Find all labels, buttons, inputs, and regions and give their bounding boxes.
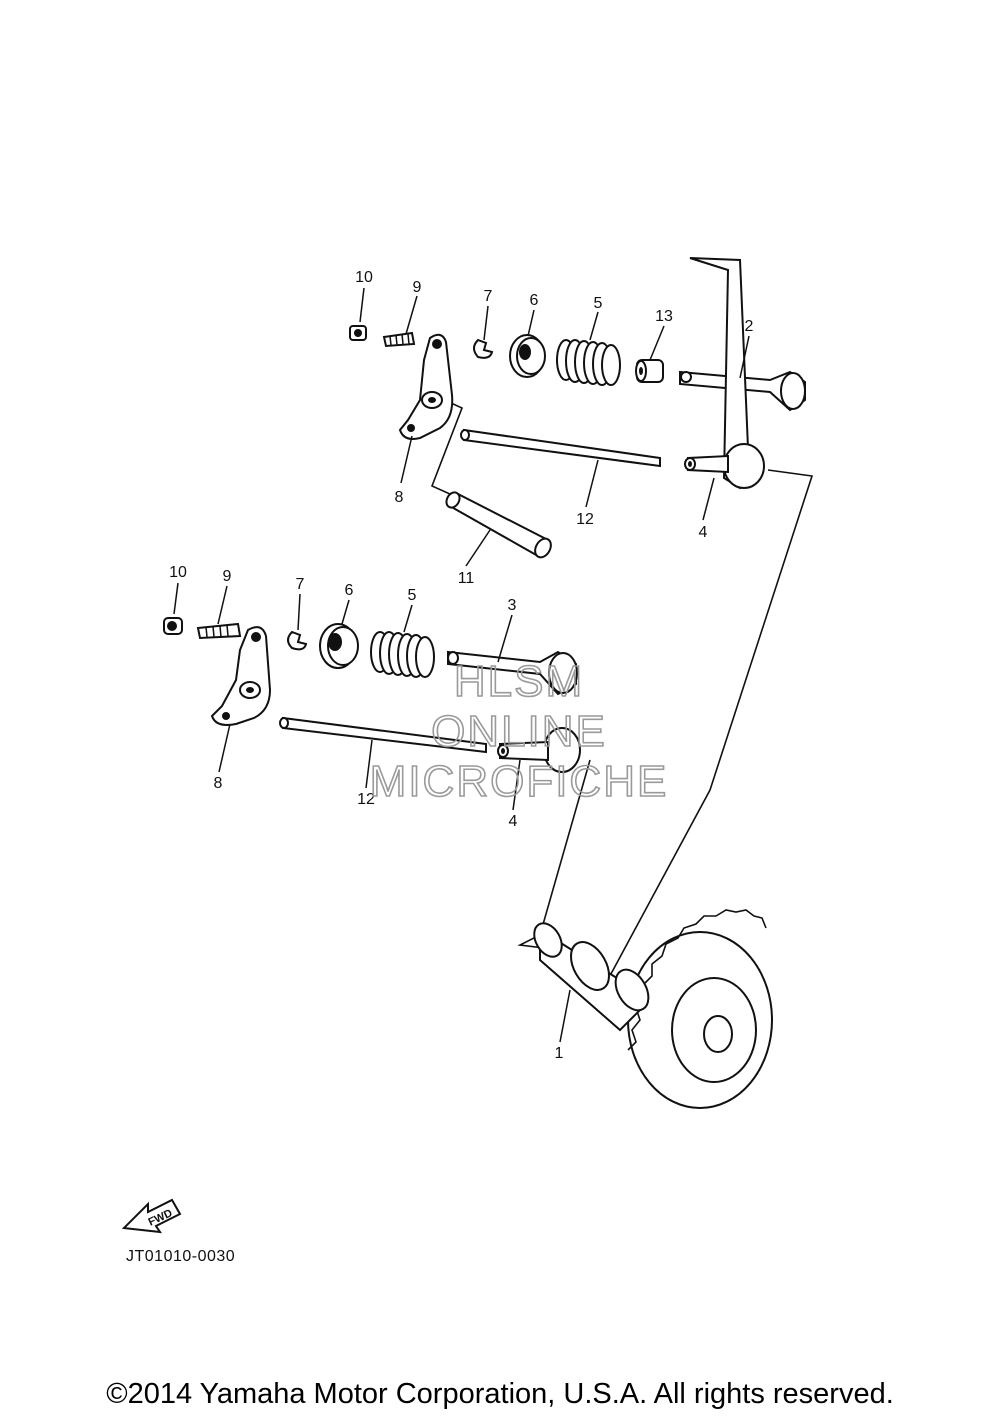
callout-1: 1: [555, 1045, 564, 1062]
intake-valve: [447, 650, 578, 696]
callout-9-lower: 9: [223, 568, 232, 585]
camshaft: [533, 909, 773, 1109]
nut-lower: [163, 617, 183, 635]
callout-4-lower: 4: [509, 813, 518, 830]
drawing-code: JT01010-0030: [126, 1248, 236, 1265]
adjusting-screw-upper: [382, 331, 416, 348]
push-rod-upper: [460, 428, 661, 468]
valve-cotter-lower: [287, 630, 308, 651]
callout-10-upper: 10: [355, 269, 373, 286]
fwd-arrow-icon: FWD: [121, 1198, 182, 1234]
valve-retainer-upper: [509, 334, 546, 378]
cam-lobe-2: [570, 941, 610, 991]
cam-gear-teeth: [627, 909, 767, 1051]
valve-retainer-lower: [319, 623, 359, 669]
watermark-line-3: MICROFICHE: [370, 757, 669, 806]
callout-6-upper: 6: [530, 292, 539, 309]
callout-5-lower: 5: [408, 587, 417, 604]
callout-12-upper: 12: [576, 511, 594, 528]
upper-valve-group: [349, 257, 806, 559]
watermark-line-1: HLSM: [454, 657, 584, 706]
callout-8-lower: 8: [214, 775, 223, 792]
rocker-arm-lower: [210, 626, 272, 726]
cam-lobe-1: [533, 922, 563, 958]
callout-10-lower: 10: [169, 564, 187, 581]
valve-spring-upper: [556, 339, 621, 386]
lower-valve-group: [163, 617, 581, 773]
callout-8-upper: 8: [395, 489, 404, 506]
callout-2: 2: [745, 318, 754, 335]
cam-lobe-3: [614, 968, 650, 1012]
reference-line-exhaust: [604, 469, 814, 986]
callout-5-upper: 5: [594, 295, 603, 312]
rocker-shaft: [445, 491, 552, 559]
adjusting-screw-lower: [196, 622, 242, 640]
callouts: 10 9 7 6 5 13 2 8 12 4 11 10 9 7 6 5 3 8…: [169, 269, 753, 1062]
callout-9-upper: 9: [413, 279, 422, 296]
copyright-notice: ©2014 Yamaha Motor Corporation, U.S.A. A…: [106, 1378, 894, 1410]
valve-stem-seal: [635, 359, 664, 383]
callout-12-lower: 12: [357, 791, 375, 808]
callout-7-lower: 7: [296, 576, 305, 593]
exhaust-valve: [679, 370, 806, 412]
nut-upper: [349, 325, 367, 341]
valve-cotter-upper: [473, 338, 494, 359]
callout-7-upper: 7: [484, 288, 493, 305]
valve-lifter-upper: [684, 257, 765, 490]
cam-shaft-end: [703, 1015, 733, 1053]
push-rod-lower: [279, 716, 487, 754]
callout-3: 3: [508, 597, 517, 614]
watermark-line-2: ONLINE: [431, 707, 607, 756]
callout-6-lower: 6: [345, 582, 354, 599]
callout-4-upper: 4: [699, 524, 708, 541]
valve-spring-lower: [370, 631, 435, 678]
valve-lifter-lower: [497, 727, 581, 773]
callout-11: 11: [458, 570, 475, 587]
rocker-arm-upper: [398, 333, 454, 440]
watermark: HLSM ONLINE MICROFICHE: [369, 656, 669, 807]
leader-lines: [173, 287, 750, 1043]
callout-13: 13: [655, 308, 673, 325]
